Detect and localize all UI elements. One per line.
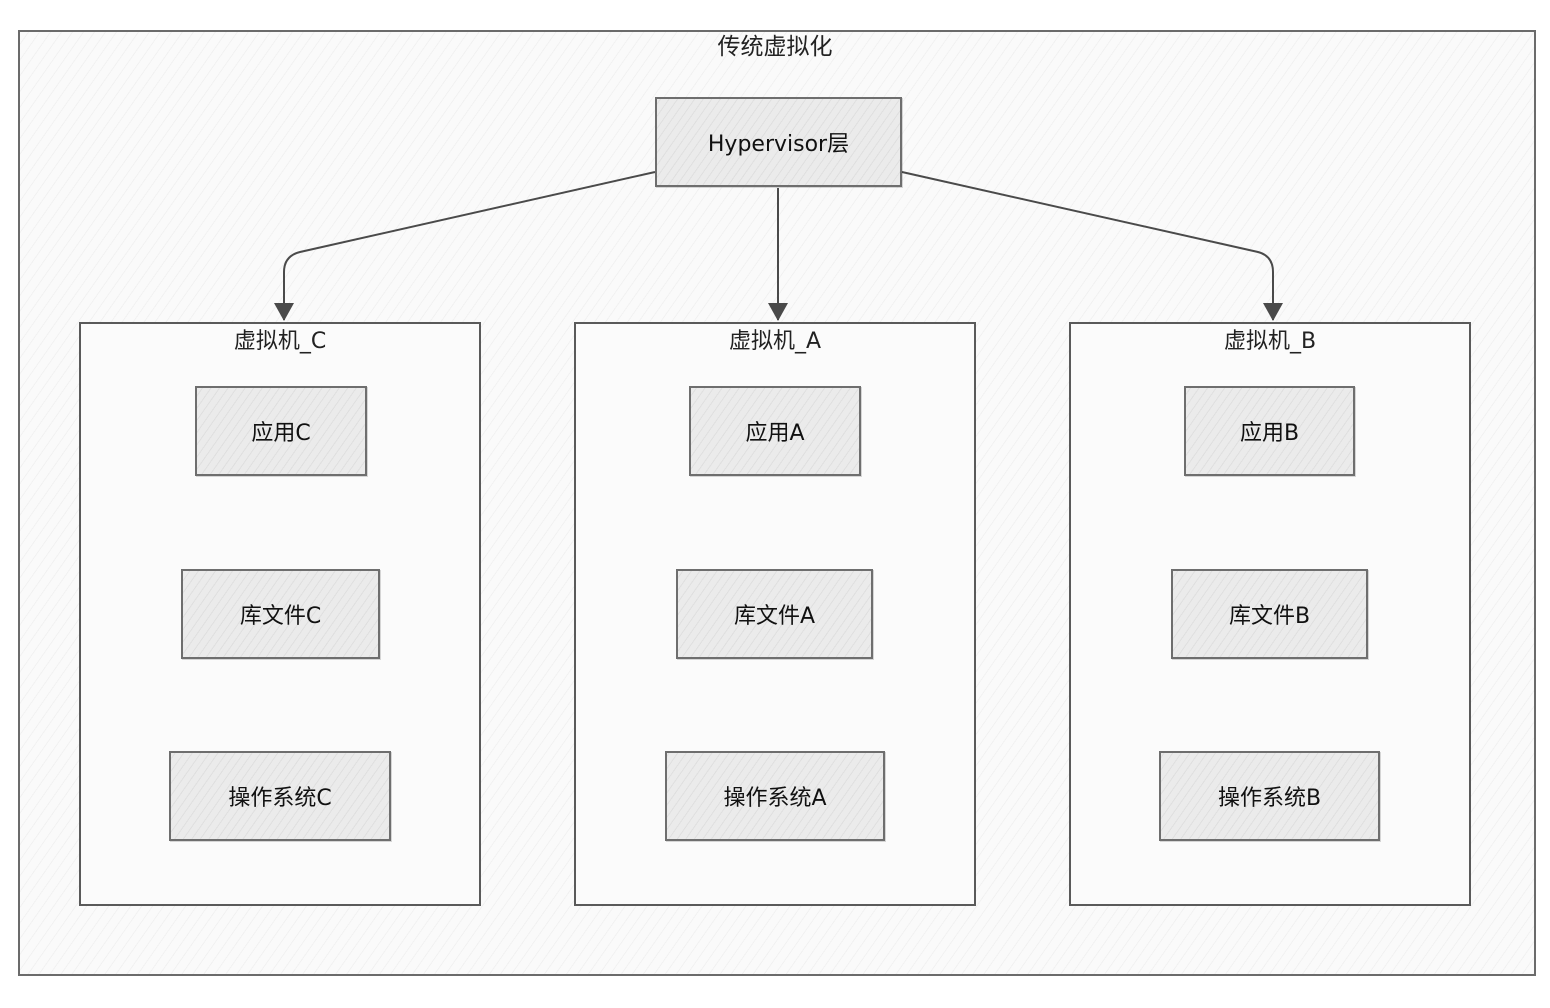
vm-c-lib-box: 库文件C [181,569,380,659]
vm-c-title: 虚拟机_C [233,329,327,354]
diagram-title: 传统虚拟化 [717,34,833,60]
vm-b-app-box: 应用B [1184,386,1355,476]
vm-c-app-box: 应用C [195,386,367,476]
vm-b-os-box: 操作系统B [1159,751,1380,841]
vm-c-lib-label: 库文件C [239,604,322,629]
vm-a-title: 虚拟机_A [728,329,822,354]
vm-b-title: 虚拟机_B [1223,329,1317,354]
vm-a-os-label: 操作系统A [723,786,827,811]
vm-b-os-label: 操作系统B [1217,786,1322,811]
vm-a-lib-label: 库文件A [733,604,816,629]
vm-b-lib-label: 库文件B [1228,604,1311,629]
vm-a-os-box: 操作系统A [665,751,885,841]
hypervisor-box: Hypervisor层 [655,97,902,187]
vm-b-app-label: 应用B [1239,421,1300,446]
hypervisor-label: Hypervisor层 [707,132,850,157]
vm-c-app-label: 应用C [251,421,311,446]
vm-a-app-box: 应用A [689,386,861,476]
vm-c-os-box: 操作系统C [169,751,391,841]
vm-c-os-label: 操作系统C [228,786,332,811]
vm-b-lib-box: 库文件B [1171,569,1368,659]
vm-a-app-label: 应用A [745,421,805,446]
vm-a-lib-box: 库文件A [676,569,873,659]
